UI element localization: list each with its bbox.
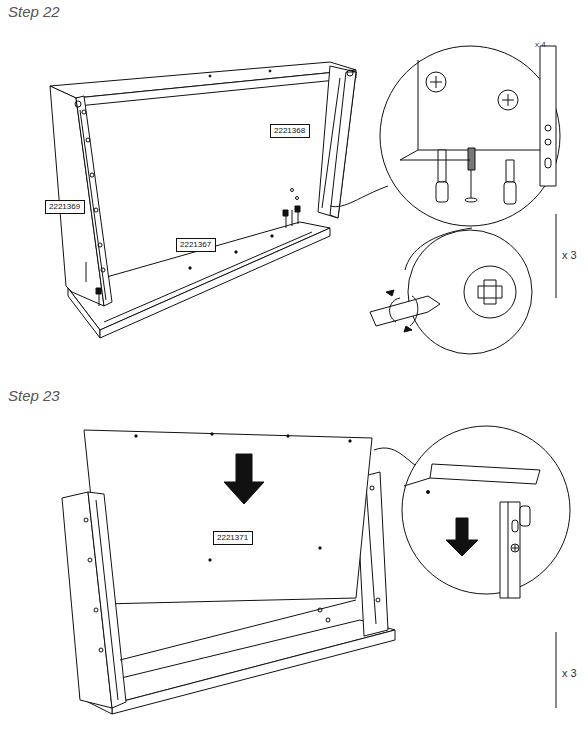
cam-lock-detail [400, 46, 556, 204]
repeat-count: x 3 [562, 249, 577, 261]
part-number-box: 2221369 [45, 200, 85, 214]
step-heading: Step 22 [8, 3, 60, 20]
part-number-box: 2221371 [213, 531, 253, 545]
part-number-box: 2221368 [270, 124, 310, 138]
cabinet-step23 [62, 430, 395, 714]
screwdriver-detail [370, 266, 516, 332]
step-heading: Step 23 [8, 387, 60, 404]
repeat-count: x 3 [562, 667, 577, 679]
part-number-box: 2221367 [176, 238, 216, 252]
quantity-note: x 4 [535, 40, 546, 49]
part-number: 2221369 [49, 202, 81, 212]
part-number: 2221367 [180, 240, 212, 250]
part-number: 2221371 [217, 533, 249, 543]
part-number: 2221368 [274, 126, 306, 136]
cabinet-step22 [50, 62, 356, 338]
back-panel-detail [404, 464, 540, 598]
